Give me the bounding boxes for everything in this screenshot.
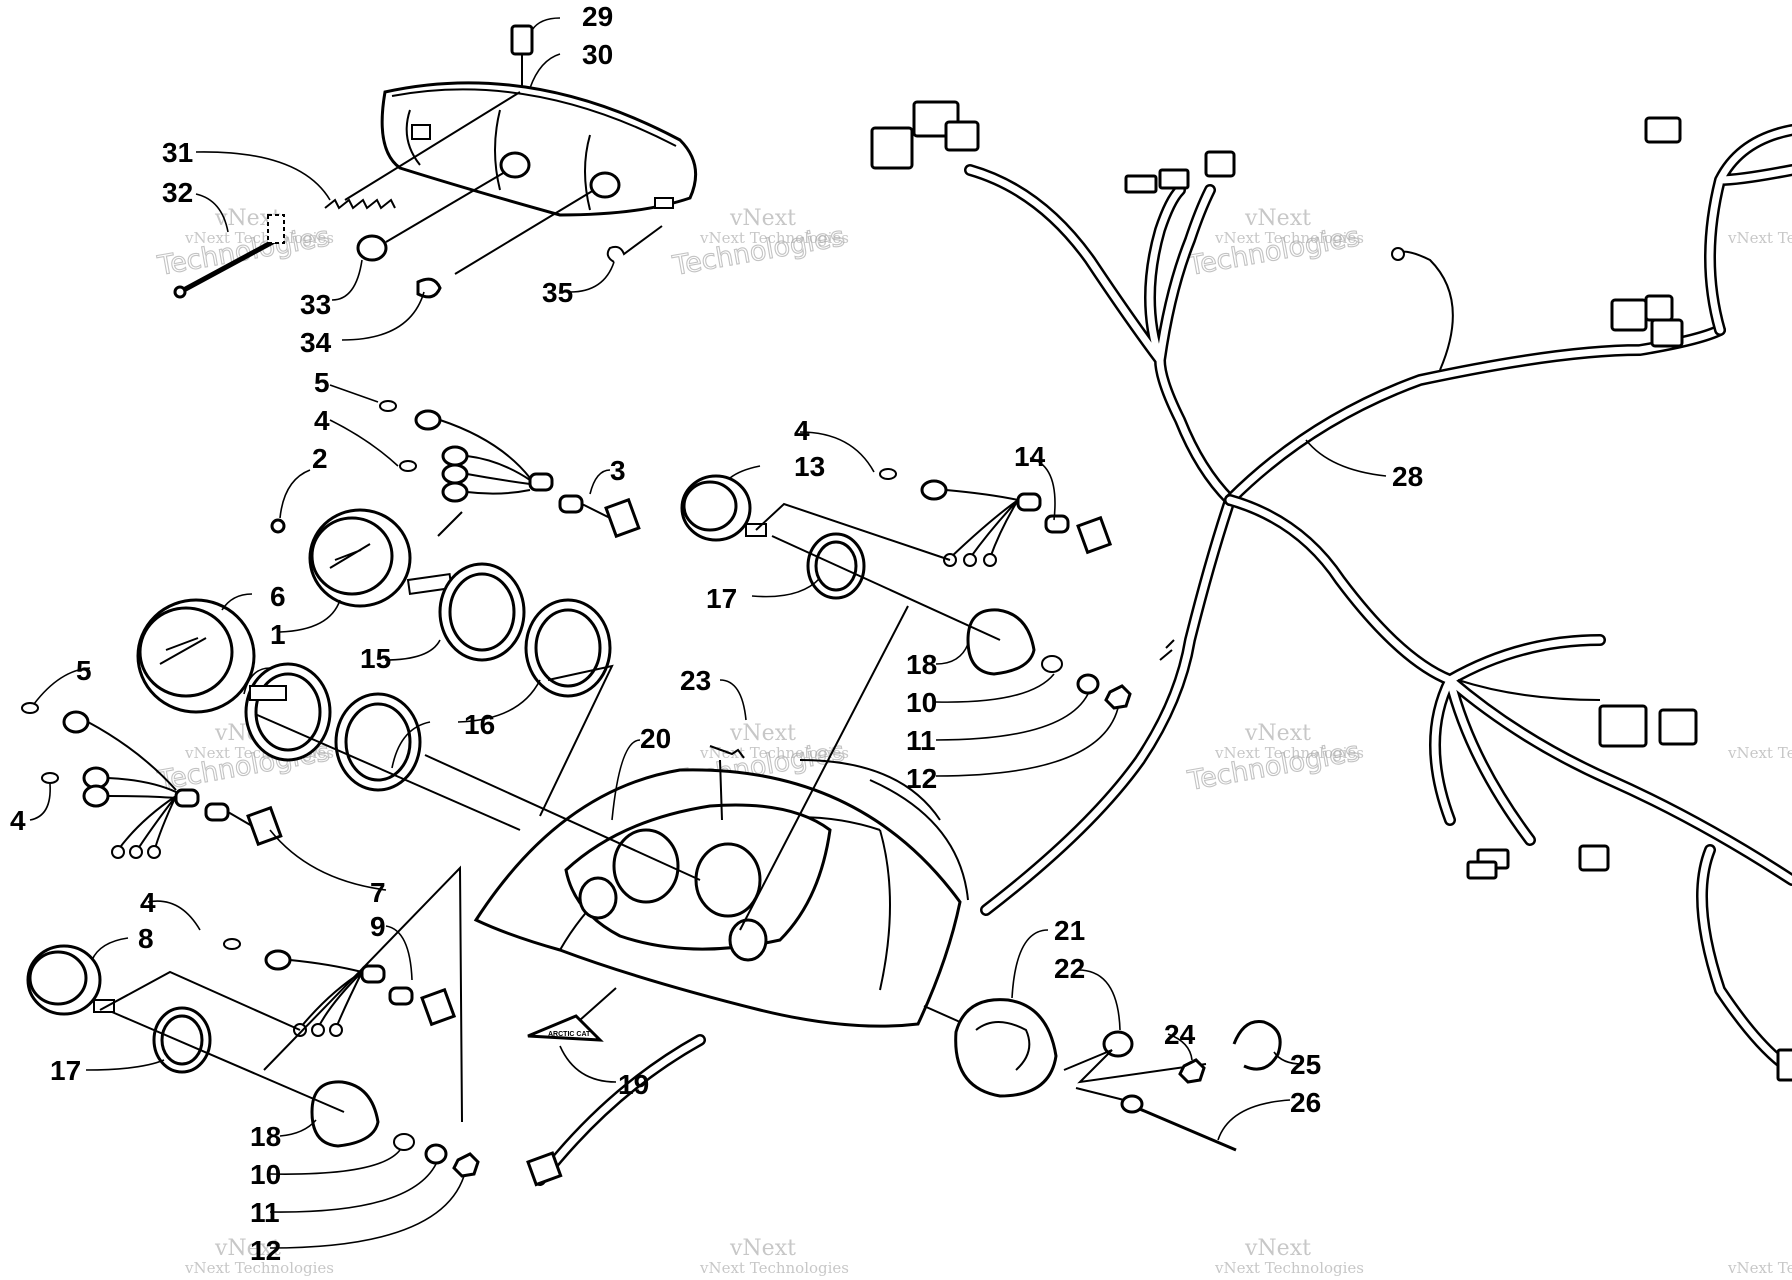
part-21-housing <box>954 998 1058 1098</box>
watermark-2-b: vNext Technologies <box>699 229 849 247</box>
wire-harness-7 <box>21 702 283 859</box>
callout-6: 6 <box>270 581 286 612</box>
callout-2: 2 <box>312 443 328 474</box>
callout-14: 14 <box>1014 441 1046 472</box>
part-2-screw <box>270 518 286 534</box>
callout-12-b: 12 <box>906 763 937 794</box>
callout-11-a: 11 <box>250 1197 280 1228</box>
watermark-9-b: vNext Technologies <box>1214 1259 1364 1277</box>
watermark-12-b: vNext Technologies <box>1727 1259 1792 1277</box>
callout-33: 33 <box>300 289 331 320</box>
leader-lines <box>29 17 1387 1249</box>
callout-17-a: 17 <box>50 1055 81 1086</box>
callout-18-b: 18 <box>906 649 937 680</box>
watermark-7-a: vNext <box>214 1236 281 1261</box>
harness-connectors <box>870 100 1792 1082</box>
dash-connector <box>526 1151 563 1187</box>
watermark-7-b: vNext Technologies <box>184 1259 334 1277</box>
callout-28: 28 <box>1392 461 1423 492</box>
part-23-fastener <box>709 745 745 821</box>
part-29-clip <box>510 24 534 56</box>
watermark-3-a: vNext <box>1244 206 1311 231</box>
callout-9: 9 <box>370 911 386 942</box>
callout-29: 29 <box>582 1 613 32</box>
callout-30: 30 <box>582 39 613 70</box>
callout-18-a: 18 <box>250 1121 281 1152</box>
callout-5-a: 5 <box>314 367 330 398</box>
callout-1: 1 <box>270 619 286 650</box>
watermark-5-b: vNext Technologies <box>699 744 849 762</box>
decal-label: ARCTIC CAT <box>548 1031 591 1038</box>
part-18-housing-a <box>966 608 1036 676</box>
callout-21: 21 <box>1054 915 1085 946</box>
headlight-assembly <box>380 81 698 217</box>
part-26-cable <box>1127 1102 1237 1152</box>
gauge-6 <box>136 598 287 714</box>
callout-labels: 29 30 31 32 33 34 35 5 4 2 3 6 1 15 16 5… <box>10 1 1423 1266</box>
gauge-13 <box>680 474 767 542</box>
callout-3: 3 <box>610 455 626 486</box>
main-wire-harness-28 <box>964 124 1792 1076</box>
callout-13: 13 <box>794 451 825 482</box>
callout-4-d: 4 <box>794 415 810 446</box>
part-19-decal: ARCTIC CAT <box>527 1014 604 1042</box>
part-31-spring <box>324 198 396 210</box>
callout-23: 23 <box>680 665 711 696</box>
callout-8: 8 <box>138 923 154 954</box>
part-33-bulb <box>356 234 388 262</box>
watermark-6-a: vNext <box>1244 721 1311 746</box>
callout-22: 22 <box>1054 953 1085 984</box>
callout-20: 20 <box>640 723 671 754</box>
watermark-8-a: vNext <box>729 1236 796 1261</box>
callout-24: 24 <box>1164 1019 1196 1050</box>
wire-harness-9 <box>223 938 457 1037</box>
watermark-8-b: vNext Technologies <box>699 1259 849 1277</box>
callout-10-b: 10 <box>906 687 937 718</box>
callout-7: 7 <box>370 877 386 908</box>
part-24-nut <box>1178 1058 1206 1084</box>
callout-34: 34 <box>300 327 332 358</box>
callout-19: 19 <box>618 1069 649 1100</box>
callout-4-c: 4 <box>140 887 156 918</box>
part-35-clip <box>606 225 663 263</box>
watermark-3-b: vNext Technologies <box>1214 229 1364 247</box>
callout-17-b: 17 <box>706 583 737 614</box>
callout-4-b: 4 <box>10 805 26 836</box>
callout-25: 25 <box>1290 1049 1321 1080</box>
callout-35: 35 <box>542 277 573 308</box>
wire-harness-14 <box>879 468 1113 567</box>
callout-5-b: 5 <box>76 655 92 686</box>
callout-12-a: 12 <box>250 1235 281 1266</box>
callout-26: 26 <box>1290 1087 1321 1118</box>
watermark-5-a: vNext <box>729 721 796 746</box>
part-34-socket <box>416 277 442 299</box>
watermark-10-b: vNext Technologies <box>1727 229 1792 247</box>
watermark-9-a: vNext <box>1244 1236 1311 1261</box>
watermark-11-b: vNext Technologies <box>1727 744 1792 762</box>
callout-10-a: 10 <box>250 1159 281 1190</box>
gauge-1 <box>308 508 453 608</box>
callout-4-a: 4 <box>314 405 330 436</box>
watermark-2-a: vNext <box>729 206 796 231</box>
part-32-screw <box>178 235 282 295</box>
part-18-housing-b <box>310 1080 380 1148</box>
callout-15: 15 <box>360 643 391 674</box>
watermark-6-b: vNext Technologies <box>1214 744 1364 762</box>
watermark-1-b: vNext Technologies <box>184 229 334 247</box>
callout-31: 31 <box>162 137 193 168</box>
wire-harness-3 <box>379 400 641 539</box>
part-25-clamp <box>1232 1019 1282 1071</box>
gauge-8 <box>26 944 115 1016</box>
callout-16: 16 <box>464 709 495 740</box>
callout-32: 32 <box>162 177 193 208</box>
callout-11-b: 11 <box>906 725 936 756</box>
